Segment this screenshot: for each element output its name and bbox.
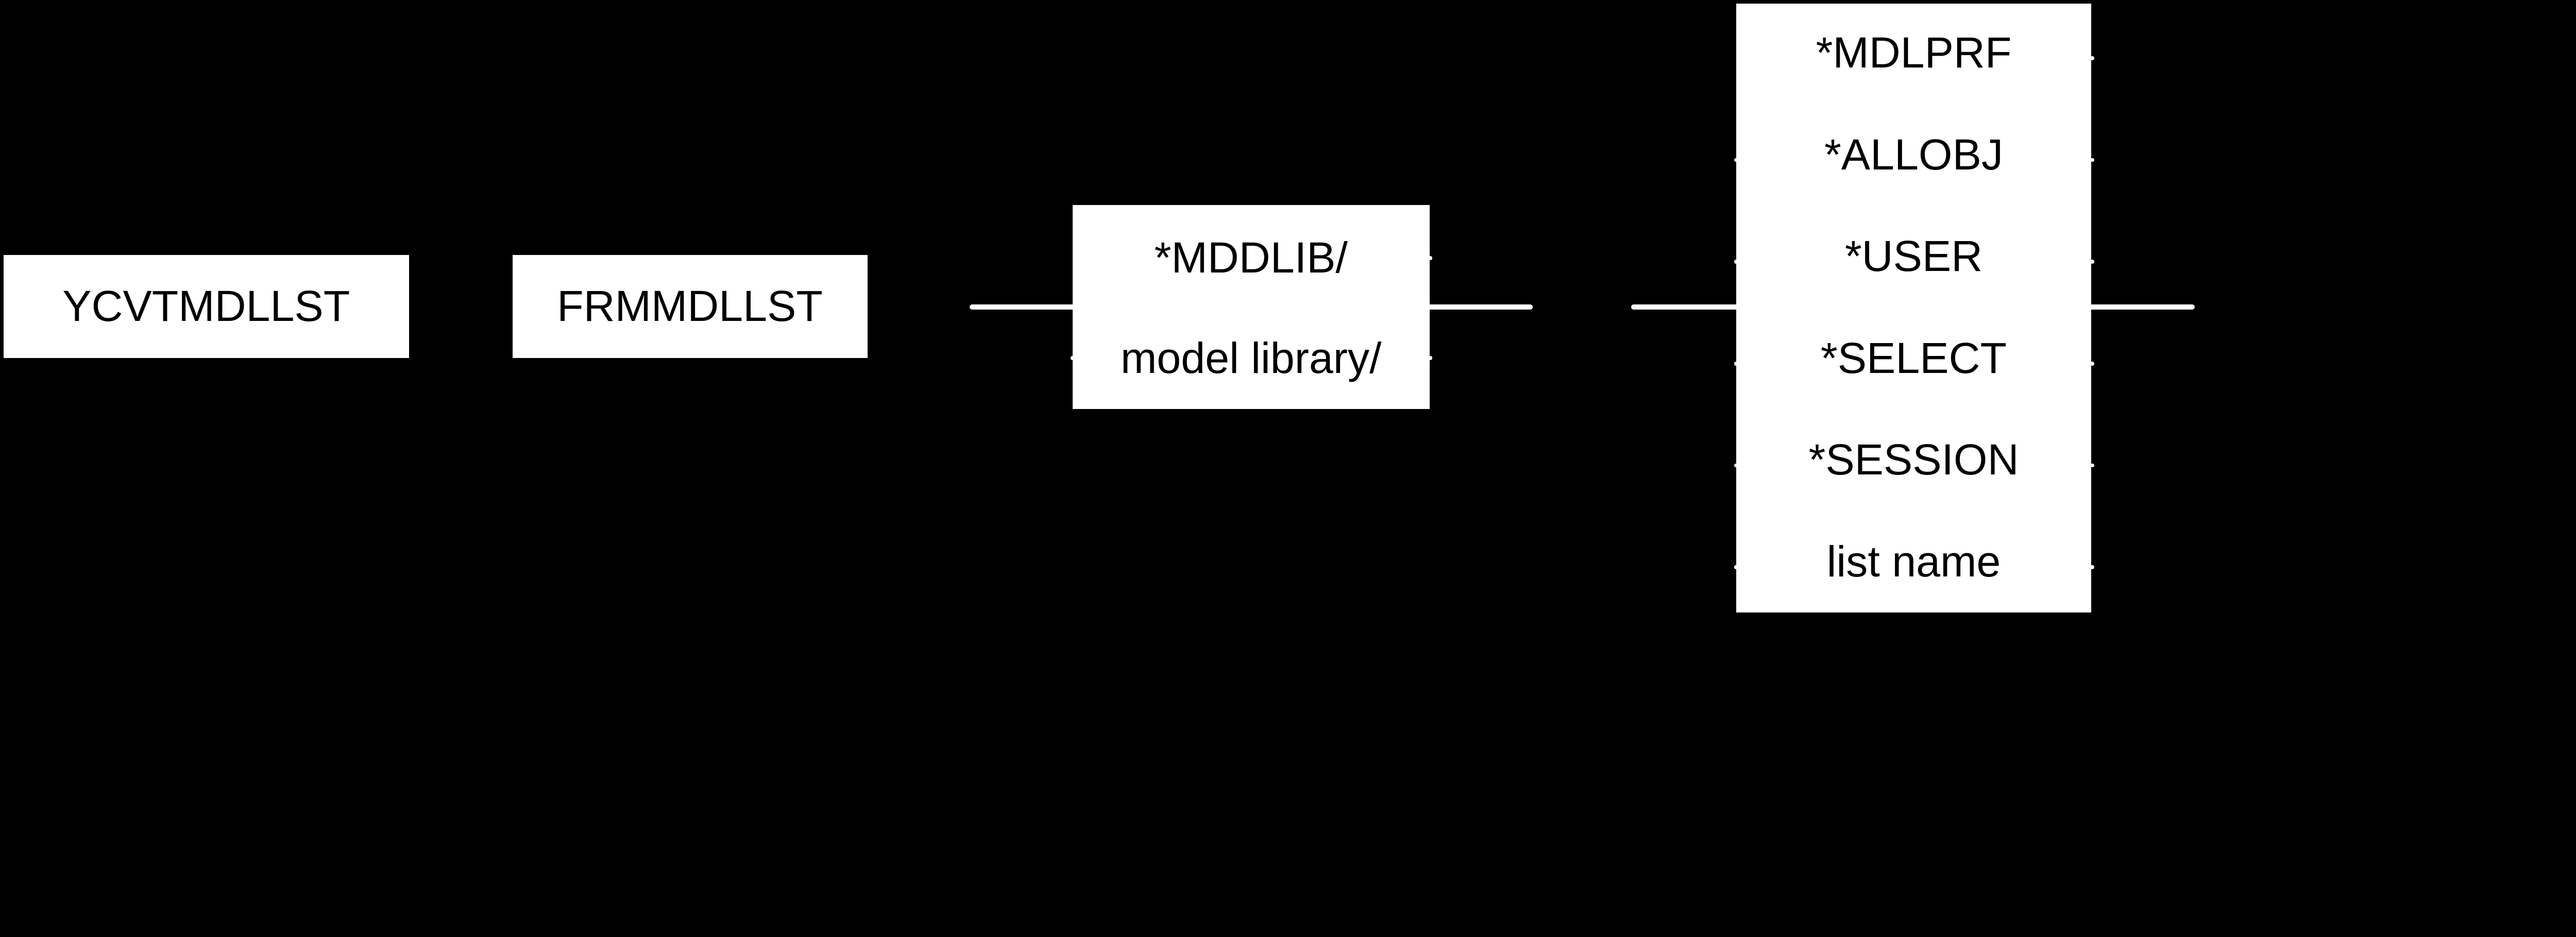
list-option: list name [1826, 537, 2001, 586]
branch-tick [1428, 356, 1433, 360]
command-label: YCVTMDLLST [62, 282, 350, 331]
branch-tick [2090, 565, 2094, 570]
branch-tick [2090, 158, 2094, 162]
library-option: *MDDLIB/ [1154, 233, 1348, 282]
branch-tick [1734, 259, 1738, 264]
keyword-label: FRMMDLLST [557, 282, 823, 331]
connector-line [1631, 304, 1740, 310]
list-options-box: *MDLPRF *ALLOBJ *USER *SELECT *SESSION l… [1736, 3, 2091, 612]
branch-tick [2090, 56, 2094, 60]
keyword-box: FRMMDLLST [512, 254, 868, 358]
library-options-box: *MDDLIB/ model library/ [1073, 205, 1430, 410]
library-option: model library/ [1120, 333, 1382, 382]
connector-line [969, 304, 1078, 310]
branch-tick [1734, 565, 1738, 570]
branch-tick [1734, 158, 1738, 162]
branch-tick [2090, 463, 2094, 468]
list-option: *ALLOBJ [1824, 130, 2004, 179]
list-option: *MDLPRF [1816, 28, 2012, 77]
syntax-diagram: YCVTMDLLST FRMMDLLST *MDDLIB/ model libr… [3, 3, 2195, 612]
list-option: *USER [1844, 231, 1983, 280]
list-option: *SESSION [1808, 435, 2019, 484]
branch-tick [1070, 356, 1075, 360]
branch-tick [1734, 361, 1738, 366]
connector-line [1425, 304, 1533, 310]
branch-tick [1428, 255, 1433, 260]
connector-line [2088, 304, 2195, 310]
list-option: *SELECT [1820, 333, 2007, 382]
command-box: YCVTMDLLST [3, 254, 409, 358]
branch-tick [1734, 463, 1738, 468]
branch-tick [2090, 361, 2094, 366]
branch-tick [2090, 259, 2094, 264]
